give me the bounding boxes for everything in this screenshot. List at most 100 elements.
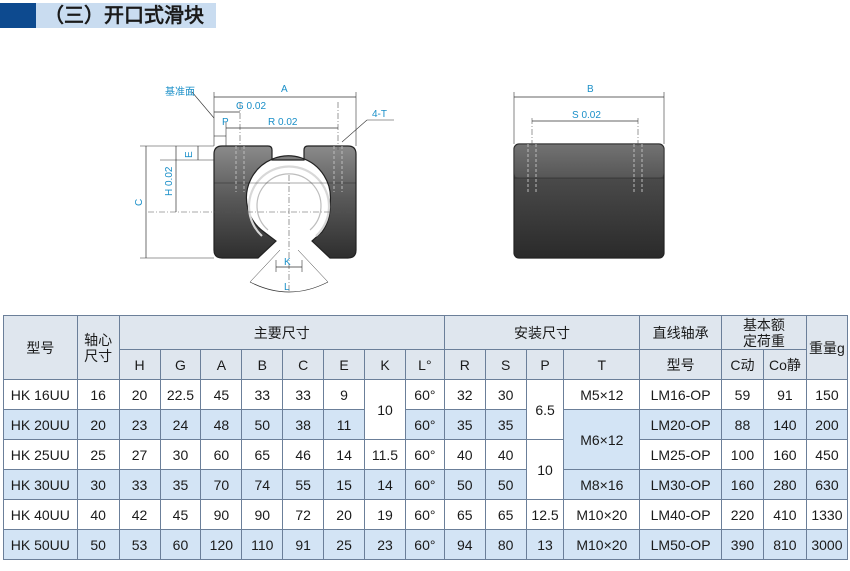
cell-C: 91 [282, 529, 325, 560]
cell-bearing: LM25-OP [639, 439, 722, 470]
cell-T: M8×16 [563, 469, 641, 500]
cell-E: 9 [323, 379, 366, 410]
cell-weight: 450 [805, 439, 849, 470]
cell-R: 35 [443, 409, 486, 440]
cell-C-dyn: 160 [721, 469, 764, 500]
cell-T: M5×12 [563, 379, 641, 410]
dim-B-label: B [587, 84, 594, 95]
cell-model: HK 25UU [3, 439, 78, 470]
cell-S: 50 [484, 469, 527, 500]
cell-L: 60° [404, 409, 445, 440]
cell-A: 90 [200, 499, 243, 530]
cell-B: 33 [241, 379, 284, 410]
dim-A-label: A [281, 84, 288, 95]
spec-table: 型号 轴心尺寸 主要尺寸 安装尺寸 直线轴承 基本额定荷重 重量g H G A … [3, 315, 849, 560]
cell-K: 11.5 [364, 439, 406, 470]
cell-C-dyn: 59 [721, 379, 764, 410]
cell-Co-stat: 91 [762, 379, 807, 410]
cell-G: 24 [159, 409, 202, 440]
dim-E-label: E [184, 151, 195, 158]
table-row: HK 50UU 50 53 60 120 110 91 25 23 60° 94… [3, 529, 849, 560]
cell-L: 60° [404, 499, 445, 530]
cell-B: 50 [241, 409, 284, 440]
dim-P-label: P [222, 117, 229, 128]
cell-L: 60° [404, 379, 445, 410]
th-rated-load: 基本额定荷重 [721, 315, 807, 350]
th-C-dyn: C动 [721, 349, 764, 380]
cell-S: 30 [484, 379, 527, 410]
side-view: B S 0.02 [513, 84, 665, 259]
cell-H: 20 [118, 379, 161, 410]
th-bearing: 直线轴承 [639, 315, 722, 350]
dim-T-label: 4-T [372, 109, 387, 120]
cell-G: 45 [159, 499, 202, 530]
th-model: 型号 [3, 315, 78, 380]
th-P: P [525, 349, 565, 380]
cell-weight: 200 [805, 409, 849, 440]
section-header: （三）开口式滑块 [0, 0, 850, 32]
dim-S-label: S 0.02 [572, 110, 601, 121]
cell-A: 45 [200, 379, 243, 410]
th-B: B [241, 349, 284, 380]
cell-bearing: LM50-OP [639, 529, 722, 560]
th-Co-stat: Co静 [762, 349, 807, 380]
cell-H: 42 [118, 499, 161, 530]
cell-R: 65 [443, 499, 486, 530]
dim-C-label: C [134, 199, 145, 206]
front-block-body [213, 145, 357, 259]
cell-E: 11 [323, 409, 366, 440]
cell-B: 74 [241, 469, 284, 500]
th-S: S [484, 349, 527, 380]
cell-R: 94 [443, 529, 486, 560]
cell-H: 23 [118, 409, 161, 440]
cell-Co-stat: 810 [762, 529, 807, 560]
cell-G: 35 [159, 469, 202, 500]
cell-P: 10 [525, 439, 565, 500]
cell-axis: 20 [76, 409, 120, 440]
th-H: H [118, 349, 161, 380]
cell-bearing: LM16-OP [639, 379, 722, 410]
cell-R: 32 [443, 379, 486, 410]
cell-axis: 16 [76, 379, 120, 410]
cell-A: 120 [200, 529, 243, 560]
technical-drawing: 基准面 A G 0.02 P R 0.02 4-T E H 0.02 C K L… [134, 84, 665, 293]
cell-L: 60° [404, 469, 445, 500]
cell-C-dyn: 390 [721, 529, 764, 560]
cell-bearing: LM40-OP [639, 499, 722, 530]
cell-bearing: LM20-OP [639, 409, 722, 440]
cell-weight: 150 [805, 379, 849, 410]
th-K: K [364, 349, 406, 380]
dim-K-label: K [284, 257, 291, 268]
table-row: HK 25UU 25 27 30 60 65 46 14 11.5 60° 40… [3, 439, 849, 500]
th-E: E [323, 349, 366, 380]
dim-G-label: G 0.02 [236, 101, 266, 112]
cell-E: 15 [323, 469, 366, 500]
cell-model: HK 16UU [3, 379, 78, 410]
cell-C: 55 [282, 469, 325, 500]
cell-weight: 630 [805, 469, 849, 500]
cell-weight: 3000 [805, 529, 849, 560]
th-axis-size: 轴心尺寸 [76, 315, 120, 380]
cell-S: 80 [484, 529, 527, 560]
cell-T: M6×12 [563, 409, 641, 470]
cell-P: 12.5 [525, 499, 565, 530]
cell-weight: 1330 [805, 499, 849, 530]
datum-label: 基准面 [165, 85, 195, 98]
cell-T: M10×20 [563, 499, 641, 530]
header-title-background [36, 3, 216, 28]
cell-B: 90 [241, 499, 284, 530]
front-view: 基准面 A G 0.02 P R 0.02 4-T E H 0.02 C K L [134, 84, 394, 293]
side-block-body [513, 143, 665, 259]
cell-K: 23 [364, 529, 406, 560]
cell-E: 25 [323, 529, 366, 560]
header-accent-bar [0, 3, 36, 28]
cell-E: 20 [323, 499, 366, 530]
table-row: HK 20UU 20 23 24 48 50 38 11 60° 35 35 M… [3, 409, 849, 470]
th-T: T [563, 349, 641, 380]
cell-axis: 25 [76, 439, 120, 470]
cell-Co-stat: 280 [762, 469, 807, 500]
cell-B: 110 [241, 529, 284, 560]
bore-ring [247, 165, 331, 237]
th-install-dims: 安装尺寸 [443, 315, 641, 350]
th-main-dims: 主要尺寸 [118, 315, 445, 350]
